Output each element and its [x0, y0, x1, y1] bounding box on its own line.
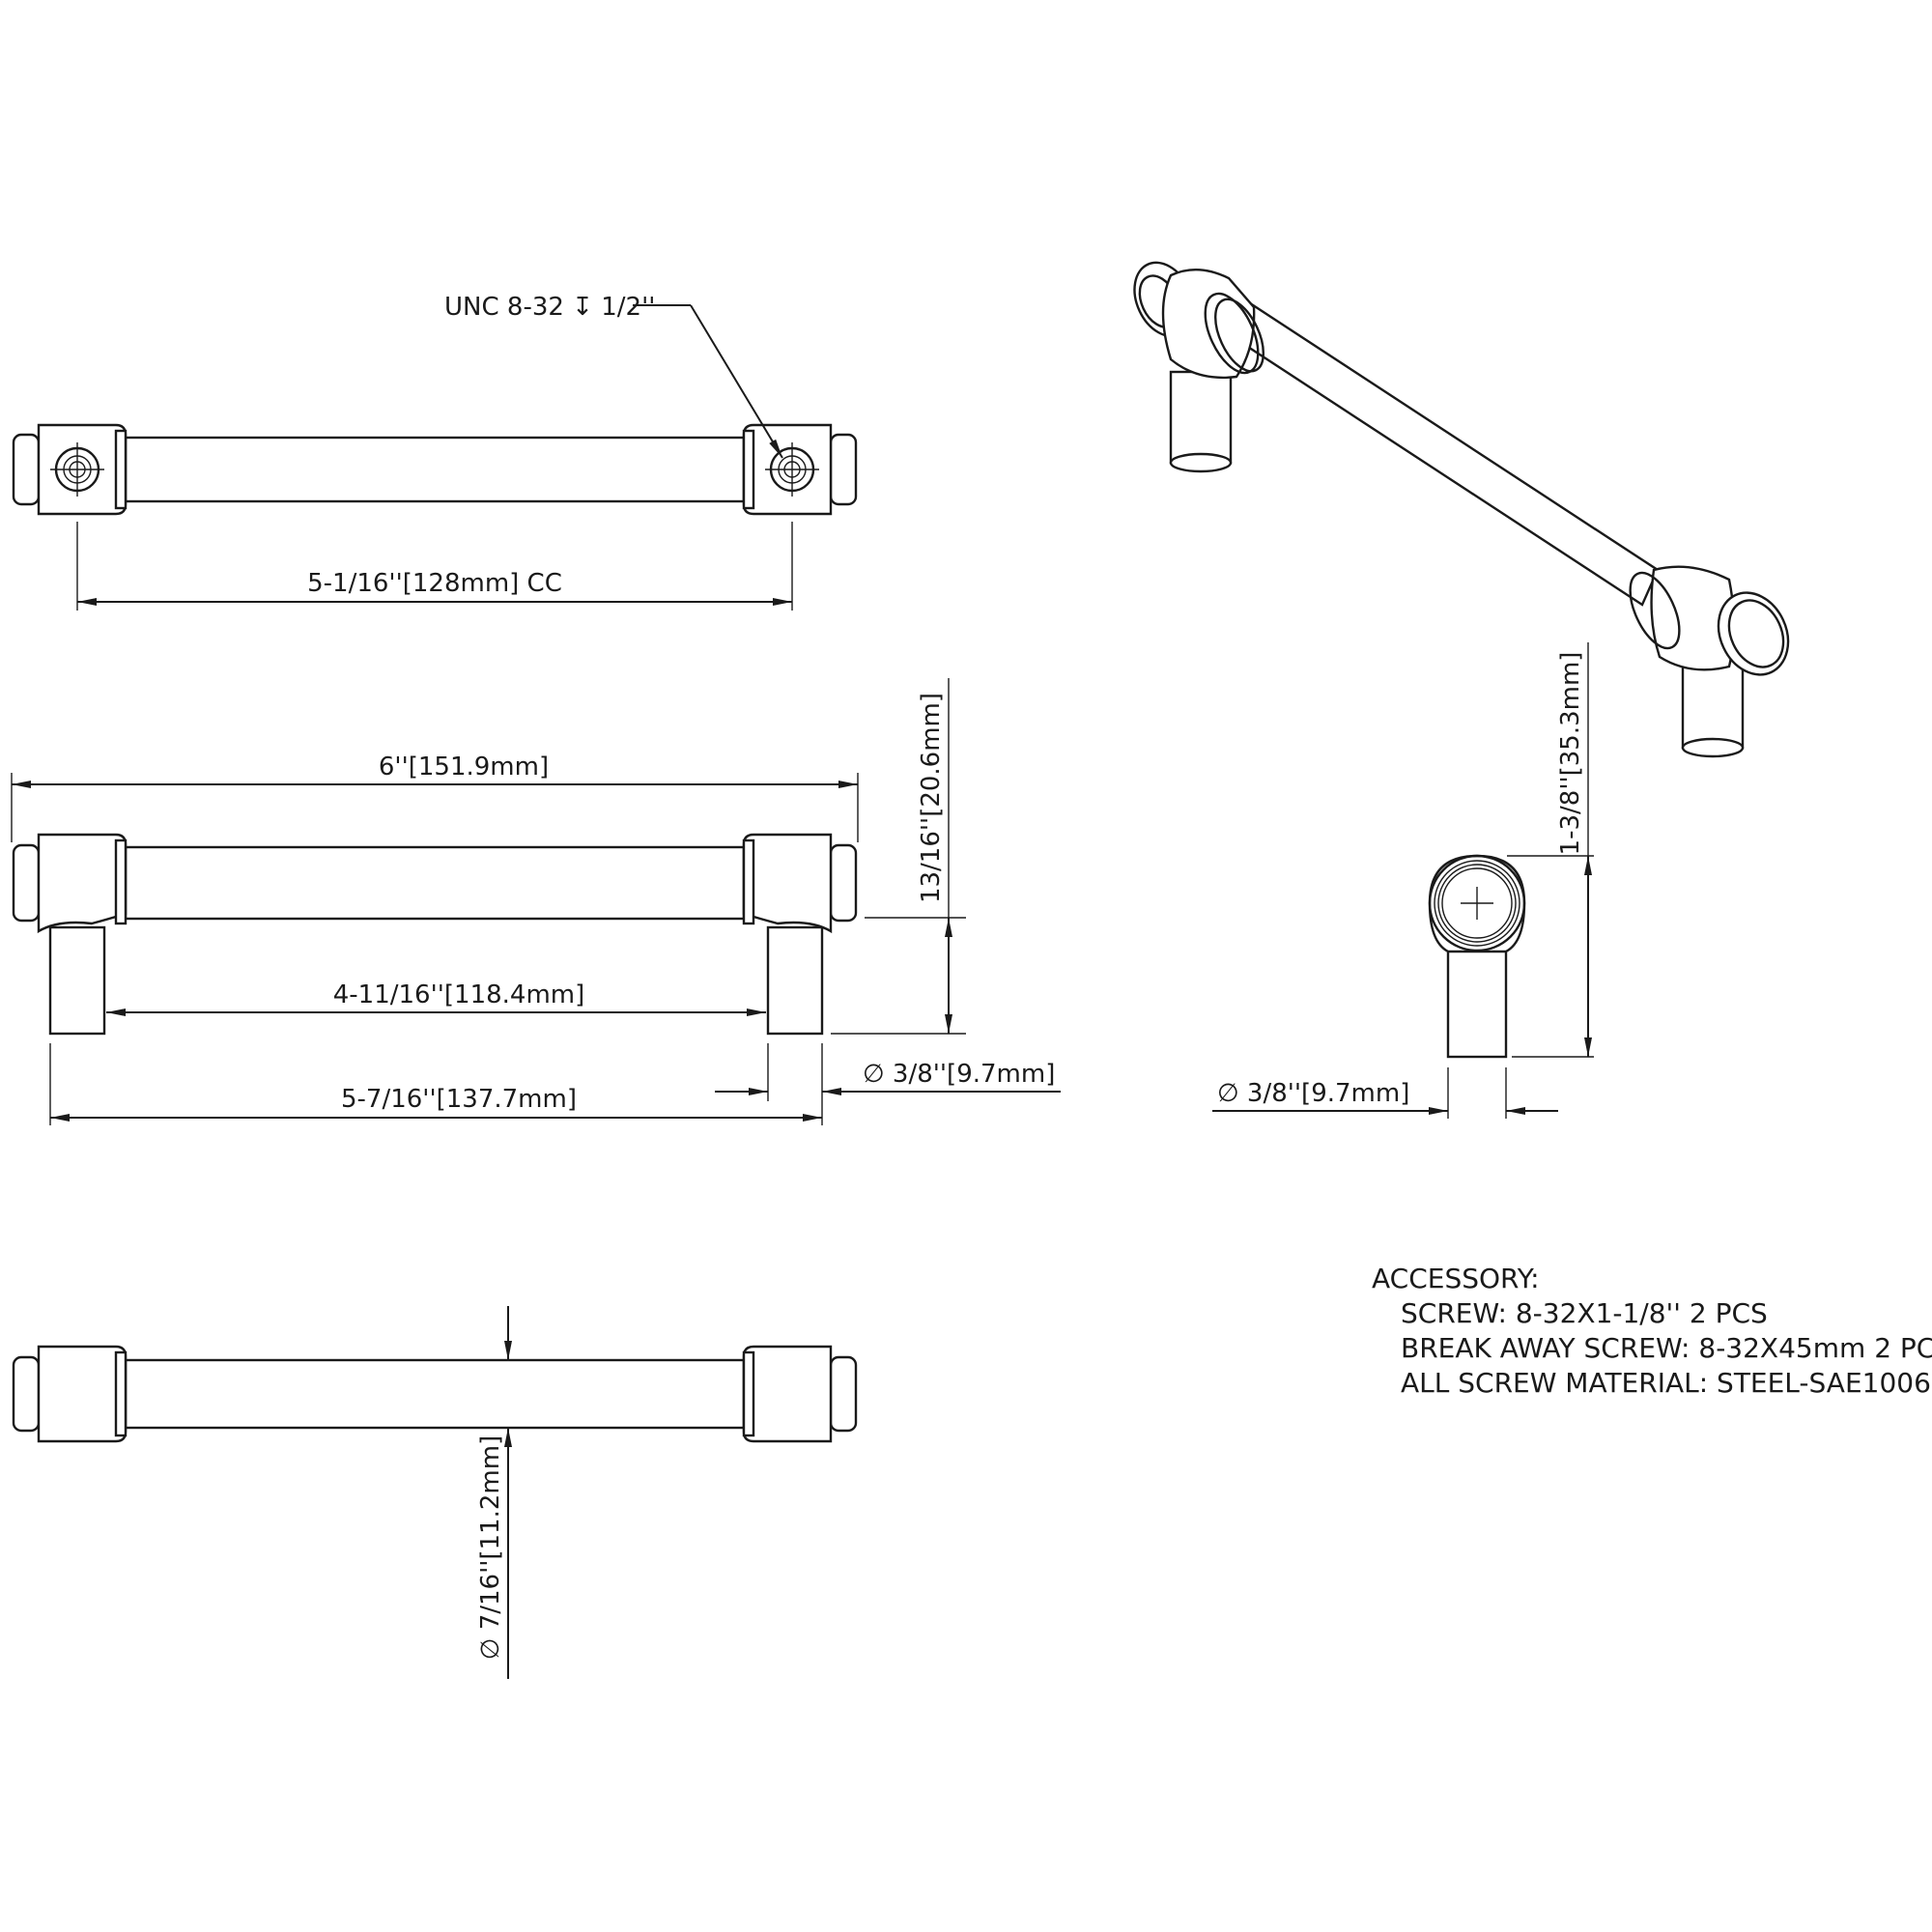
mounting-hole-right: [765, 442, 819, 497]
accessory-line-break-away-screw: BREAK AWAY SCREW: 8-32X45mm 2 PCS: [1401, 1332, 1932, 1364]
dim-bar-diameter: ∅ 7/16''[11.2mm]: [476, 1435, 505, 1660]
side-view: 1-3/8''[35.3mm] ∅ 3/8''[9.7mm]: [1212, 642, 1594, 1119]
accessory-note: ACCESSORY: SCREW: 8-32X1-1/8'' 2 PCS BRE…: [1372, 1263, 1932, 1399]
dim-post-diameter-front: ∅ 3/8''[9.7mm]: [863, 1060, 1055, 1089]
accessory-line-material: ALL SCREW MATERIAL: STEEL-SAE1006: [1401, 1367, 1931, 1399]
dim-projection: 1-3/8''[35.3mm]: [1556, 652, 1585, 856]
dim-height-upper: 13/16''[20.6mm]: [917, 693, 946, 903]
dim-center-to-center: 5-1/16''[128mm] CC: [307, 569, 562, 598]
dim-post-diameter-side: ∅ 3/8''[9.7mm]: [1217, 1079, 1409, 1108]
accessory-heading: ACCESSORY:: [1372, 1263, 1540, 1294]
front-view: 6''[151.9mm] 4-11/16''[118.4mm] 5-7/16''…: [11, 678, 1061, 1125]
isometric-view: [1133, 261, 1790, 758]
thread-callout: UNC 8-32 ↧ 1/2'': [444, 293, 655, 322]
bottom-view: ∅ 7/16''[11.2mm]: [12, 1306, 858, 1679]
top-view: UNC 8-32 ↧ 1/2'' 5-1/16''[128mm] CC: [12, 293, 858, 611]
accessory-line-screw: SCREW: 8-32X1-1/8'' 2 PCS: [1401, 1297, 1768, 1329]
dim-inner-span: 4-11/16''[118.4mm]: [333, 980, 585, 1009]
mounting-hole-left: [50, 442, 104, 497]
dim-overall-length: 6''[151.9mm]: [379, 753, 549, 781]
dim-outer-post-span: 5-7/16''[137.7mm]: [341, 1085, 577, 1114]
